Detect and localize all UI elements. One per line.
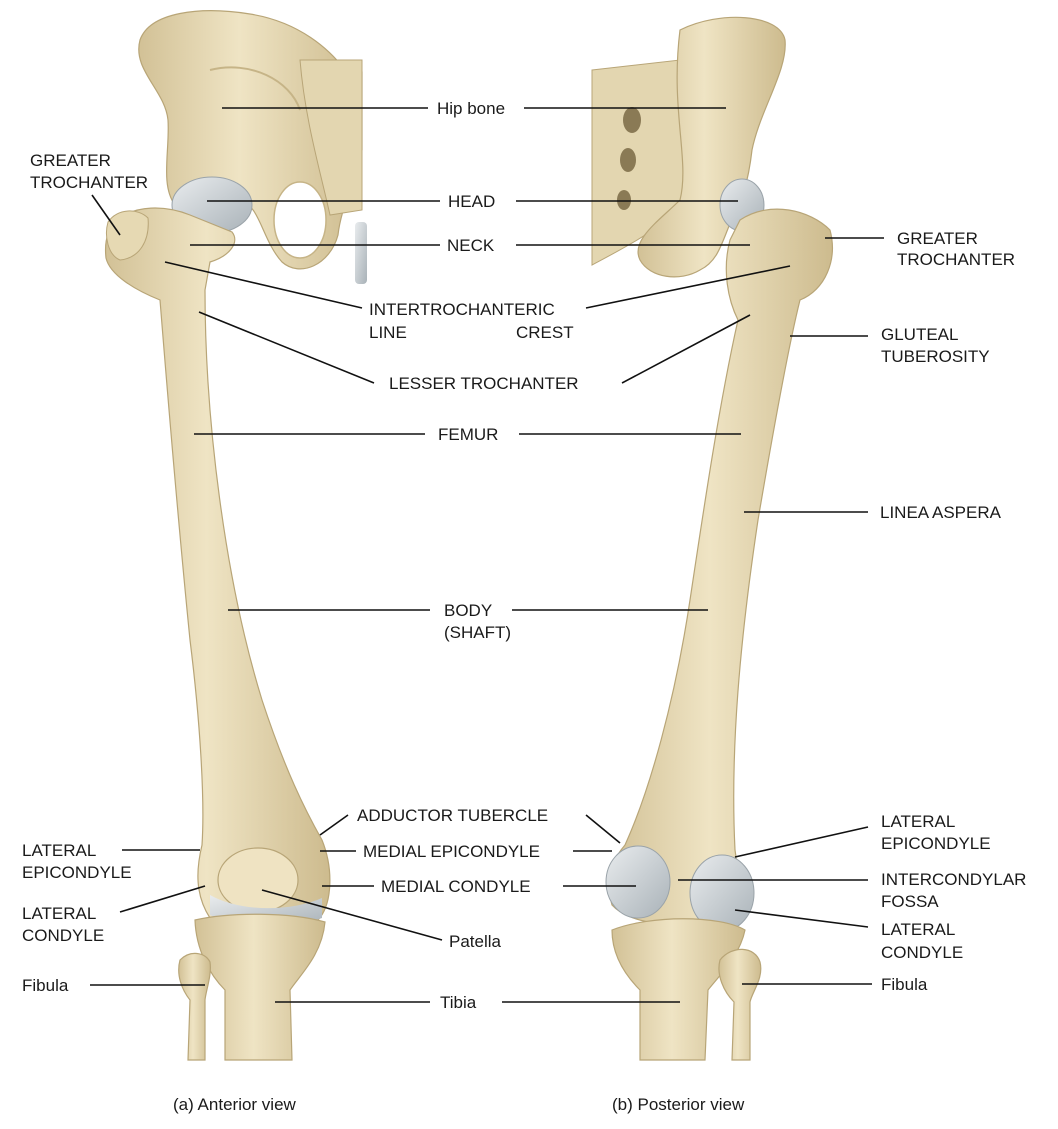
label-gluteal-2: TUBEROSITY [881,347,990,366]
label-fibula-left: Fibula [22,976,69,995]
label-linea-aspera: LINEA ASPERA [880,503,1002,522]
label-medial-condyle: MEDIAL CONDYLE [381,877,531,896]
label-lateral-condyle-left-2: CONDYLE [22,926,104,945]
label-greater-trochanter-right-2: TROCHANTER [897,250,1015,269]
caption-anterior: (a) Anterior view [173,1095,297,1114]
label-femur: FEMUR [438,425,498,444]
femur-anterior [106,208,330,933]
label-intertrochanteric-line: LINE [369,323,407,342]
fibula-posterior [719,949,761,1060]
label-intertrochanteric: INTERTROCHANTERIC [369,300,555,319]
label-hip-bone: Hip bone [437,99,505,118]
label-greater-trochanter-left-1: GREATER [30,151,111,170]
label-gluteal-1: GLUTEAL [881,325,958,344]
label-medial-epicondyle: MEDIAL EPICONDYLE [363,842,540,861]
label-fibula-right: Fibula [881,975,928,994]
label-lateral-epicondyle-left-2: EPICONDYLE [22,863,132,882]
caption-posterior: (b) Posterior view [612,1095,745,1114]
label-lesser-trochanter: LESSER TROCHANTER [389,374,579,393]
label-greater-trochanter-right-1: GREATER [897,229,978,248]
posterior-view-illustration [592,17,832,1060]
label-lateral-condyle-right-2: CONDYLE [881,943,963,962]
label-intercondylar-2: FOSSA [881,892,939,911]
patella-left [218,848,298,912]
tibia-anterior [195,914,325,1060]
label-tibia: Tibia [440,993,477,1012]
fibula-anterior [179,953,211,1060]
label-head: HEAD [448,192,495,211]
label-lateral-condyle-left-1: LATERAL [22,904,96,923]
label-intercondylar-1: INTERCONDYLAR [881,870,1026,889]
label-lateral-epicondyle-right-1: LATERAL [881,812,955,831]
label-lateral-epicondyle-right-2: EPICONDYLE [881,834,991,853]
medial-condyle-right [606,846,670,918]
label-adductor-tubercle: ADDUCTOR TUBERCLE [357,806,548,825]
label-greater-trochanter-left-2: TROCHANTER [30,173,148,192]
label-neck: NECK [447,236,495,255]
femur-posterior [609,209,832,924]
anterior-view-illustration [106,11,368,1060]
label-lateral-condyle-right-1: LATERAL [881,920,955,939]
label-lateral-epicondyle-left-1: LATERAL [22,841,96,860]
label-shaft: (SHAFT) [444,623,511,642]
label-intertrochanteric-crest: CREST [516,323,574,342]
label-body: BODY [444,601,492,620]
label-patella: Patella [449,932,502,951]
